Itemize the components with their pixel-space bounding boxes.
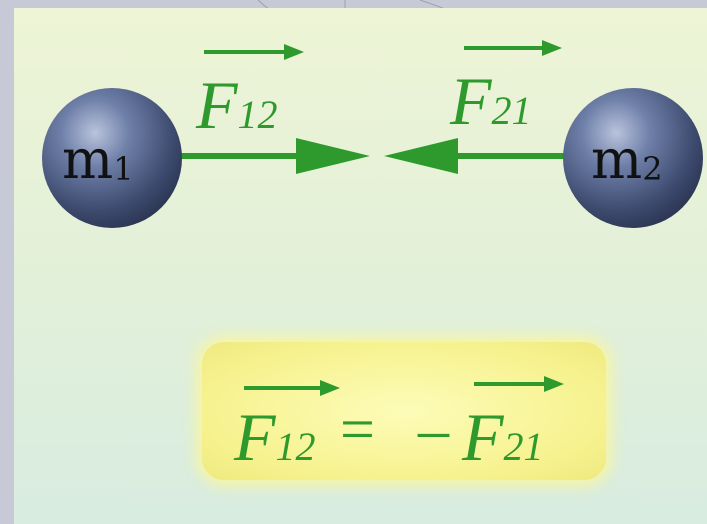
equation: F12 = – F21: [233, 376, 564, 475]
equation-minus: –: [417, 396, 450, 464]
mass-sphere-2: [563, 88, 703, 228]
equation-rhs: F21: [461, 399, 544, 475]
mass-label-1: m1: [62, 128, 134, 191]
equation-box: [202, 342, 606, 480]
arrowhead-12: [296, 138, 370, 174]
mass-label-2: m2: [591, 128, 663, 191]
arrowhead-21: [384, 138, 458, 174]
svg-text:F12: F12: [195, 67, 278, 143]
force-label-21: F21: [449, 40, 562, 139]
force-label-12: F12: [195, 44, 304, 143]
mass-sphere-1: [42, 88, 182, 228]
equation-equals: =: [340, 396, 375, 464]
svg-text:F21: F21: [449, 63, 532, 139]
equation-lhs: F12: [233, 399, 316, 475]
